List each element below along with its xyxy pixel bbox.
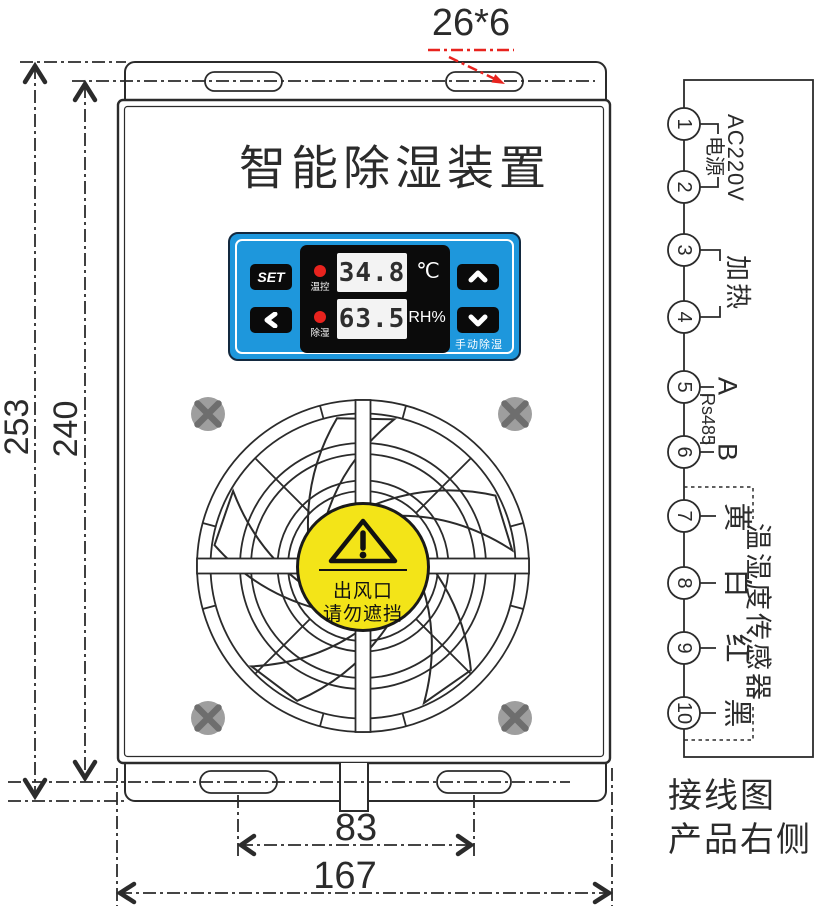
warning-line1: 出风口: [332, 581, 393, 602]
wiring-diagram: [667, 79, 814, 758]
dim-top-slot: 26*6: [431, 2, 511, 44]
rs485-b-label: B: [712, 442, 743, 462]
controller-panel-frame: [235, 239, 514, 354]
terminal-number: 4: [673, 311, 695, 323]
screw-icon: [498, 701, 532, 735]
temp-readout: 34.8: [337, 253, 407, 292]
dimension-lines: [8, 61, 613, 906]
warning-divider: [319, 569, 407, 571]
controller-display: 温控 34.8 ℃ 除湿 63.5 RH%: [300, 245, 450, 353]
temp-unit: ℃: [416, 260, 440, 283]
screw-icon: [191, 701, 225, 735]
sensor-bracket: [684, 486, 754, 741]
dim-outer-width: 167: [313, 855, 377, 897]
temp-led-label: 温控: [310, 282, 330, 293]
chevron-up-icon: [468, 270, 488, 283]
warning-triangle-icon: [328, 518, 398, 564]
wiring-caption: 接线图 产品右侧: [668, 774, 821, 862]
wiring-box: [683, 79, 814, 758]
terminal-number: 9: [673, 642, 695, 654]
up-button: [457, 264, 499, 290]
manual-dehumidify-label: 手动除湿: [455, 339, 503, 351]
fan-warning-label: 出风口 请勿遮挡: [296, 502, 430, 632]
temp-led: [314, 265, 326, 277]
screws: [191, 397, 532, 735]
heater-label: 加热: [723, 254, 753, 312]
humidity-led: [314, 311, 326, 323]
sensor-label: 温湿度传感器: [742, 523, 773, 703]
terminal-number: 7: [673, 510, 695, 522]
warning-line2: 请勿遮挡: [322, 604, 403, 625]
controller-panel: SET 手动除湿 温控 34.8 ℃ 除湿 63.5 RH%: [228, 232, 521, 361]
down-button: [457, 307, 499, 333]
set-button: SET: [250, 264, 292, 290]
chevron-left-icon: [264, 312, 278, 328]
chevron-down-icon: [468, 314, 488, 327]
terminal-number: 5: [673, 381, 695, 393]
dimension-arrows: [22, 61, 614, 905]
terminal-number: 2: [673, 181, 695, 193]
wiring-caption-line1: 接线图: [668, 777, 776, 815]
terminal-number: 6: [673, 446, 695, 458]
screw-icon: [191, 397, 225, 431]
device-title: 智能除湿装置: [239, 141, 551, 195]
humidity-unit: RH%: [408, 309, 446, 326]
power-main-label: AC220V: [723, 114, 748, 202]
left-button: [250, 307, 292, 333]
terminal-circles: [667, 107, 701, 730]
bottom-tab: [339, 763, 369, 812]
power-sub-label: 电源: [703, 136, 725, 176]
terminal-stubs: [700, 123, 721, 714]
wiring-caption-line2: 产品右侧: [668, 821, 812, 859]
terminal-number: 10: [673, 701, 695, 725]
dim-hole-width: 83: [334, 807, 378, 849]
humidity-readout: 63.5: [337, 299, 407, 339]
dim-outer-height: 253: [0, 398, 36, 456]
slot-leader: [428, 48, 514, 84]
terminal-number: 1: [673, 118, 695, 130]
terminal-number: 8: [673, 577, 695, 589]
humidity-led-label: 除湿: [310, 328, 330, 339]
dim-hole-height: 240: [47, 400, 85, 458]
rs485-bus-label: Rs485: [698, 392, 718, 446]
terminal-number: 3: [673, 244, 695, 256]
screw-icon: [498, 397, 532, 431]
